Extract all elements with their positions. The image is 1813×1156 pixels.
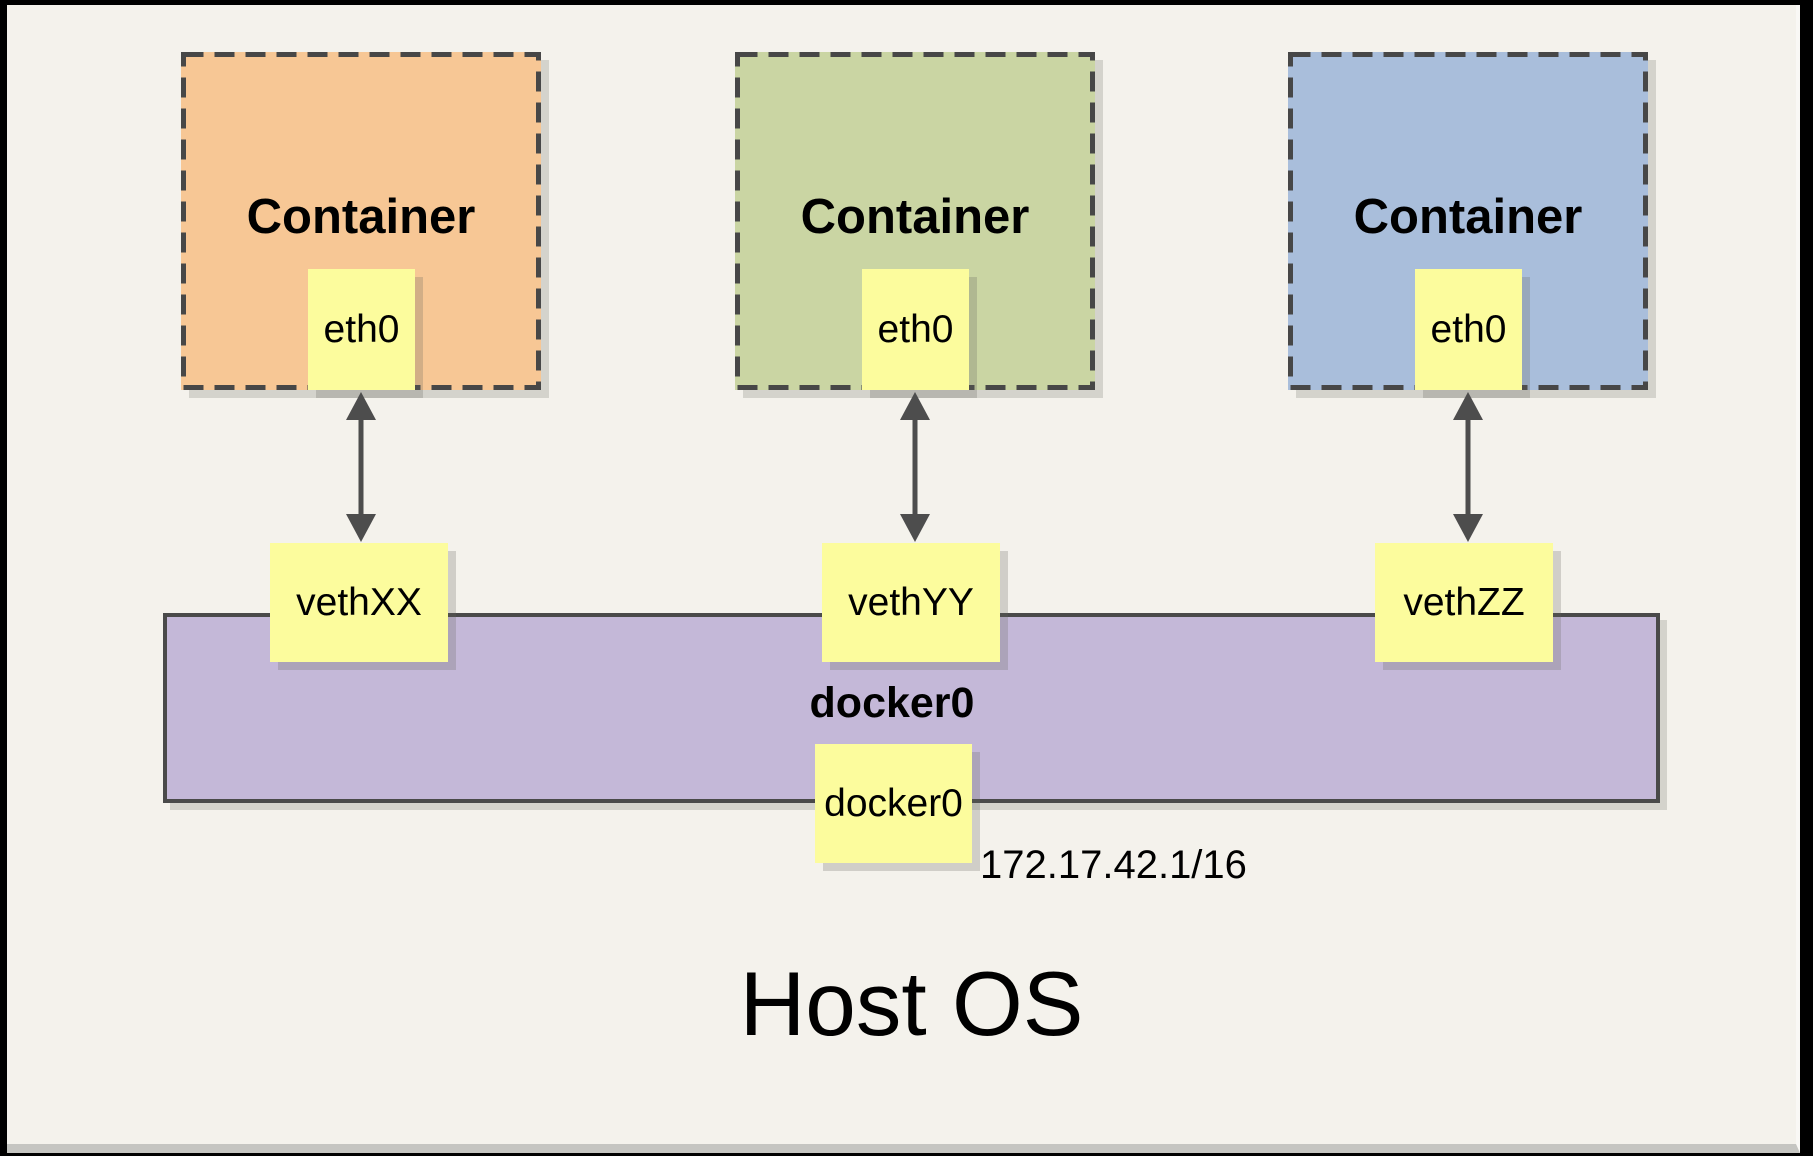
veth-label: vethZZ: [1403, 580, 1525, 624]
docker0-bridge-label: docker0: [809, 679, 975, 727]
veth-box-3: vethZZ: [1375, 543, 1553, 662]
docker0-interface-box: docker0: [815, 744, 972, 863]
veth-box-2: vethYY: [822, 543, 1000, 662]
dashed-border: [735, 52, 1095, 390]
container-label: Container: [1353, 190, 1583, 244]
double-arrow-icon-2: [900, 392, 930, 542]
eth0-interface-box-1: eth0: [308, 269, 415, 390]
container-box-1: Container eth0: [181, 52, 541, 390]
host-os-title: Host OS: [739, 954, 1084, 1055]
veth-box-1: vethXX: [270, 543, 448, 662]
container-label: Container: [246, 190, 476, 244]
double-arrow-icon-3: [1453, 392, 1483, 542]
eth0-label: eth0: [877, 307, 954, 351]
container-box-3: Container eth0: [1288, 52, 1648, 390]
dashed-border: [181, 52, 541, 390]
container-box-2: Container eth0: [735, 52, 1095, 390]
eth0-label: eth0: [1430, 307, 1507, 351]
double-arrow-icon-1: [346, 392, 376, 542]
eth0-interface-box-3: eth0: [1415, 269, 1522, 390]
diagram-canvas: Container eth0 Container eth0 Container …: [7, 5, 1800, 1153]
veth-label: vethYY: [848, 580, 974, 624]
eth0-label: eth0: [323, 307, 400, 351]
docker0-label: docker0: [824, 781, 963, 825]
container-label: Container: [800, 190, 1030, 244]
veth-label: vethXX: [296, 580, 422, 624]
dashed-border: [1288, 52, 1648, 390]
ip-address-label: 172.17.42.1/16: [980, 843, 1247, 887]
eth0-interface-box-2: eth0: [862, 269, 969, 390]
